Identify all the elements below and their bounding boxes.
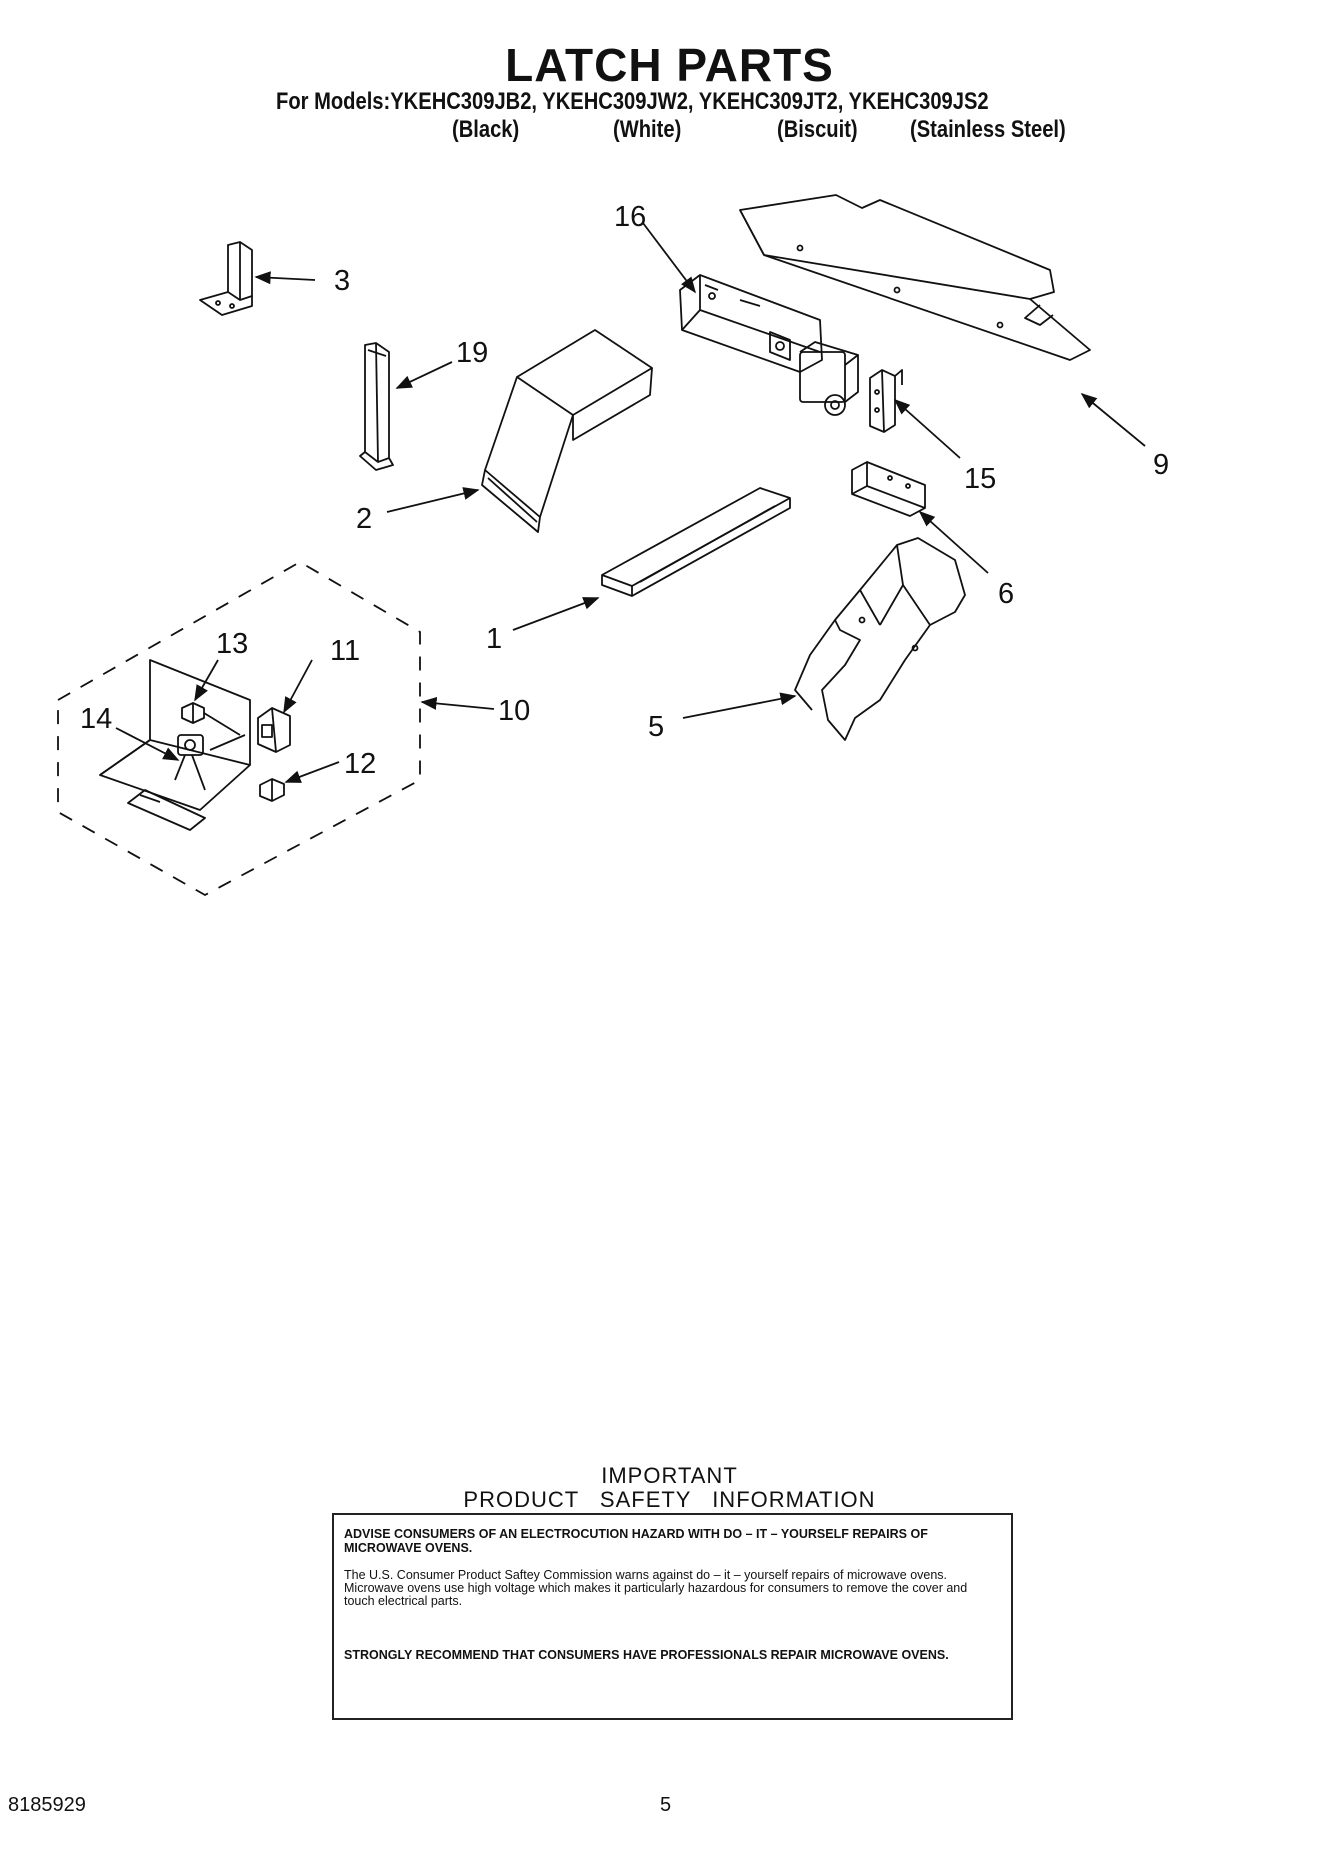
part-10-switch-assembly bbox=[99, 659, 251, 831]
leader-6 bbox=[918, 510, 989, 574]
leader-14 bbox=[115, 727, 180, 761]
callout-5: 5 bbox=[648, 711, 664, 743]
leader-3 bbox=[254, 271, 316, 285]
callout-19: 19 bbox=[456, 337, 488, 369]
exploded-parts-diagram: 3 19 2 1 16 15 9 6 5 10 11 12 13 14 bbox=[57, 194, 1169, 897]
leader-11 bbox=[283, 659, 313, 714]
group-10-boundary bbox=[57, 560, 421, 897]
leader-10 bbox=[420, 696, 495, 710]
callout-12: 12 bbox=[344, 748, 376, 780]
variant-biscuit: (Biscuit) bbox=[777, 116, 858, 143]
page-number: 5 bbox=[660, 1794, 672, 1816]
safety-advise-text: ADVISE CONSUMERS OF AN ELECTROCUTION HAZ… bbox=[344, 1527, 928, 1555]
leader-19 bbox=[395, 361, 453, 389]
leader-16 bbox=[642, 222, 696, 294]
safety-recommend-text: STRONGLY RECOMMEND THAT CONSUMERS HAVE P… bbox=[344, 1648, 949, 1662]
callout-14: 14 bbox=[80, 703, 112, 735]
part-15-bracket bbox=[869, 369, 903, 433]
callout-16: 16 bbox=[614, 201, 646, 233]
callout-10: 10 bbox=[498, 695, 530, 727]
callout-15: 15 bbox=[964, 463, 996, 495]
part-9-rail bbox=[739, 194, 1091, 361]
leader-12 bbox=[284, 761, 340, 783]
part-11-switch bbox=[257, 707, 291, 753]
leader-5 bbox=[682, 692, 797, 719]
leader-9 bbox=[1080, 392, 1146, 447]
variant-black: (Black) bbox=[452, 116, 520, 143]
models-line: For Models:YKEHC309JB2, YKEHC309JW2, YKE… bbox=[276, 88, 989, 115]
leader-13 bbox=[194, 659, 219, 702]
variant-white: (White) bbox=[613, 116, 682, 143]
leader-15 bbox=[893, 398, 961, 459]
part-16-latch-assembly bbox=[679, 274, 859, 416]
part-6-block bbox=[851, 461, 926, 517]
callout-11: 11 bbox=[330, 635, 360, 667]
part-2-duct bbox=[481, 329, 653, 533]
callout-3: 3 bbox=[334, 265, 350, 297]
callout-2: 2 bbox=[356, 503, 372, 535]
document-number: 8185929 bbox=[8, 1794, 86, 1816]
part-13-switch bbox=[181, 702, 241, 736]
callout-13: 13 bbox=[216, 628, 248, 660]
part-1-strip bbox=[601, 487, 791, 597]
callout-1: 1 bbox=[486, 623, 502, 655]
variant-stainless-steel: (Stainless Steel) bbox=[910, 116, 1066, 143]
part-12-connector bbox=[259, 778, 285, 802]
part-3-bracket bbox=[199, 241, 253, 316]
safety-heading-important: IMPORTANT bbox=[601, 1463, 738, 1488]
safety-body-text: The U.S. Consumer Product Saftey Commiss… bbox=[344, 1568, 968, 1608]
page-title: LATCH PARTS bbox=[505, 39, 834, 91]
part-5-shield bbox=[794, 537, 966, 741]
leader-2 bbox=[386, 487, 480, 513]
callout-9: 9 bbox=[1153, 449, 1169, 481]
callout-6: 6 bbox=[998, 578, 1014, 610]
part-19-strip bbox=[359, 342, 394, 471]
leader-1 bbox=[512, 597, 600, 631]
safety-heading-info: PRODUCT SAFETY INFORMATION bbox=[463, 1487, 876, 1512]
safety-notice-box: ADVISE CONSUMERS OF AN ELECTROCUTION HAZ… bbox=[332, 1513, 1013, 1720]
